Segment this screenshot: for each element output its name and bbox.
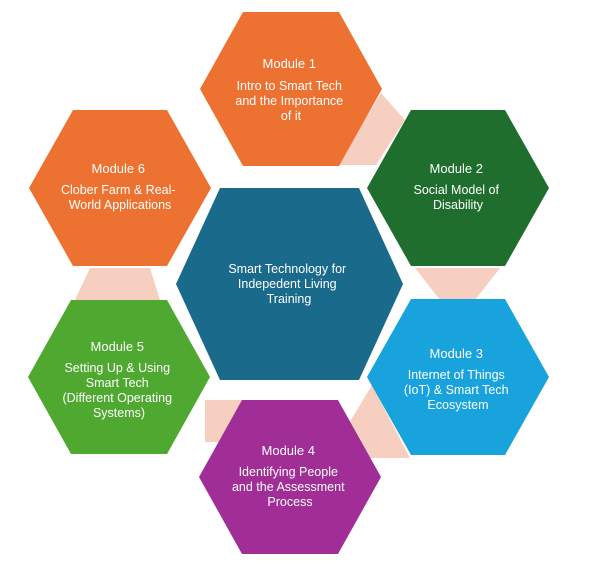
hex-module-1: Module 1 Intro to Smart Tech and the Imp… xyxy=(200,12,382,166)
svg-text:Module 6 Clober Farm & R: Module 6 Clober Farm & Real- World Appli… xyxy=(61,161,179,212)
module-6-line-2: World Applications xyxy=(69,198,172,212)
connector-5-6 xyxy=(75,268,160,300)
hex-module-6-shape xyxy=(29,110,211,266)
module-4-title: Module 4 xyxy=(262,443,315,458)
svg-text:Module 3 Internet of Thi: Module 3 Internet of Things (IoT) & Smar… xyxy=(404,346,512,412)
module-6-line-1: Clober Farm & Real- xyxy=(61,183,176,197)
module-5-title: Module 5 xyxy=(91,339,144,354)
module-4-line-3: Process xyxy=(267,495,312,509)
hex-module-3-shape xyxy=(367,299,549,455)
module-5-line-3: (Different Operating xyxy=(62,391,172,405)
hex-module-5-shape xyxy=(28,300,210,454)
hex-module-4-shape xyxy=(199,400,381,554)
hex-module-2-shape xyxy=(367,110,549,266)
center-line-2: Indepedent Living xyxy=(238,277,337,291)
module-5-line-2: Smart Tech xyxy=(86,376,149,390)
svg-text:Module 1 Intro to Smart: Module 1 Intro to Smart Tech and the Imp… xyxy=(235,56,346,123)
module-3-title: Module 3 xyxy=(430,346,483,361)
module-4-line-2: and the Assessment xyxy=(232,480,345,494)
hex-module-2: Module 2 Social Model of Disability xyxy=(367,110,549,266)
center-line-1: Smart Technology for xyxy=(228,262,346,276)
module-6-title: Module 6 xyxy=(92,161,145,176)
svg-text:Module 2 Social Model of: Module 2 Social Model of Disability xyxy=(414,161,503,212)
module-5-line-4: Systems) xyxy=(93,406,145,420)
module-3-line-1: Internet of Things xyxy=(408,368,505,382)
center-line-3: Training xyxy=(267,292,312,306)
module-4-line-1: Identifying People xyxy=(239,465,338,479)
hex-center-shape xyxy=(176,188,403,380)
connector-2-3 xyxy=(415,268,500,300)
module-5-line-1: Setting Up & Using xyxy=(64,361,170,375)
hex-module-6: Module 6 Clober Farm & Real- World Appli… xyxy=(29,110,211,266)
connector-1-2 xyxy=(338,93,405,165)
module-1-line-3: of it xyxy=(281,109,302,123)
module-3-line-3: Ecosystem xyxy=(427,398,488,412)
hex-module-5: Module 5 Setting Up & Using Smart Tech (… xyxy=(28,300,210,454)
hex-center: Smart Technology for Indepedent Living T… xyxy=(176,188,403,380)
module-2-line-2: Disability xyxy=(433,198,484,212)
module-2-title: Module 2 xyxy=(430,161,483,176)
module-1-line-1: Intro to Smart Tech xyxy=(237,79,342,93)
hex-module-4: Module 4 Identifying People and the Asse… xyxy=(199,400,381,554)
module-3-line-2: (IoT) & Smart Tech xyxy=(404,383,509,397)
svg-text:Module 5 Setting Up & Us: Module 5 Setting Up & Using Smart Tech (… xyxy=(62,339,175,420)
hex-module-3: Module 3 Internet of Things (IoT) & Smar… xyxy=(367,299,549,455)
module-2-line-1: Social Model of xyxy=(414,183,500,197)
hex-module-1-shape xyxy=(200,12,382,166)
module-1-line-2: and the Importance xyxy=(235,94,343,108)
module-1-title: Module 1 xyxy=(263,56,316,71)
svg-text:Module 4 Identifying Peo: Module 4 Identifying People and the Asse… xyxy=(232,443,348,509)
svg-text:Smart Technology for Ind: Smart Technology for Indepedent Living T… xyxy=(228,262,349,306)
